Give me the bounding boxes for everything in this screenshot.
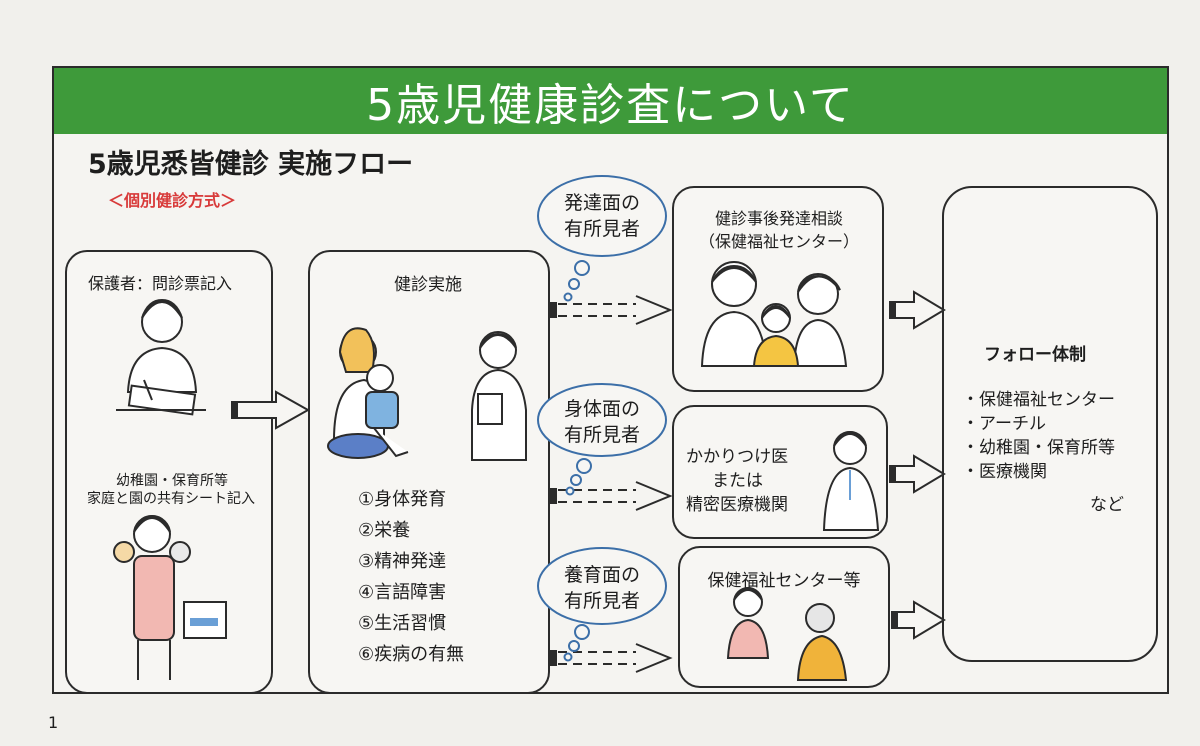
cloud-physical-text: 身体面の 有所見者 [548,396,656,448]
follow-item: ・医療機関 [962,462,1047,482]
doctor-icon [471,331,527,461]
thought-cloud-icon [537,175,667,302]
checkup-box [308,250,550,694]
dashed-arrow-icon [549,481,673,511]
follow-item: ・幼稚園・保育所等 [962,438,1115,458]
doctor-line1: かかりつけ医 [686,447,789,467]
flow-subtitle: 5歳児悉皆健診 実施フロー [88,149,414,180]
checkup-item: ⑥疾病の有無 [358,644,465,665]
family-icon [700,261,848,367]
welfare-title: 保健福祉センター等 [707,571,861,591]
checkup-item: ②栄養 [358,520,411,541]
cloud-line: 発達面の [563,192,640,214]
solid-arrow-icon [231,390,311,430]
dashed-arrow-icon [549,295,673,325]
checkup-item: ①身体発育 [358,489,447,510]
thought-cloud-icon [537,547,667,662]
checkup-item: ④言語障害 [358,582,447,603]
welfare-box [678,546,890,688]
dashed-arrow-icon [549,643,673,673]
thought-cloud-icon [537,383,667,496]
page-number: 1 [48,713,59,732]
checkup-item: ⑤生活習慣 [358,613,447,634]
cloud-parenting-text: 養育面の 有所見者 [548,562,656,614]
consult-title: 健診事後発達相談 [714,209,843,228]
follow-title: フォロー体制 [984,345,1086,365]
teacher-puppets-icon [113,514,227,680]
consult-subtitle: （保健福祉センター） [698,232,859,251]
solid-arrow-icon [889,454,946,494]
doctor-line2: または [712,471,763,491]
method-label: ＜個別健診方式＞ [108,191,237,210]
checkup-title: 健診実施 [394,275,462,295]
solid-arrow-icon [891,600,946,640]
counseling-icon [726,586,848,681]
mother-child-icon [327,327,409,459]
title-banner: 5歳児健康診査について [52,66,1169,134]
guardian-label: 保護者：問診票記入 [88,274,233,293]
cloud-line: 身体面の [563,398,640,420]
female-doctor-icon [822,430,880,531]
guardian-writing-icon [116,298,206,416]
cloud-line: 有所見者 [563,218,640,240]
cloud-line: 有所見者 [563,590,640,612]
follow-box [942,186,1158,662]
doctor-line3: 精密医療機関 [686,495,788,515]
school-label-line1: 幼稚園・保育所等 [116,473,228,489]
solid-arrow-icon [889,290,946,330]
cloud-line: 有所見者 [563,424,640,446]
follow-item: ・保健福祉センター [962,390,1115,410]
cloud-development-text: 発達面の 有所見者 [548,190,656,242]
follow-items: ・保健福祉センター ・アーチル ・幼稚園・保育所等 ・医療機関 [962,388,1115,484]
follow-item: ・アーチル [962,414,1046,434]
school-label-line2: 家庭と園の共有シート記入 [87,491,255,507]
page-title: 5歳児健康診査について [366,80,855,131]
checkup-item: ③精神発達 [358,551,447,572]
follow-etc: など [1090,495,1124,515]
checkup-items: ①身体発育 ②栄養 ③精神発達 ④言語障害 ⑤生活習慣 ⑥疾病の有無 [358,484,464,670]
cloud-line: 養育面の [563,564,640,586]
